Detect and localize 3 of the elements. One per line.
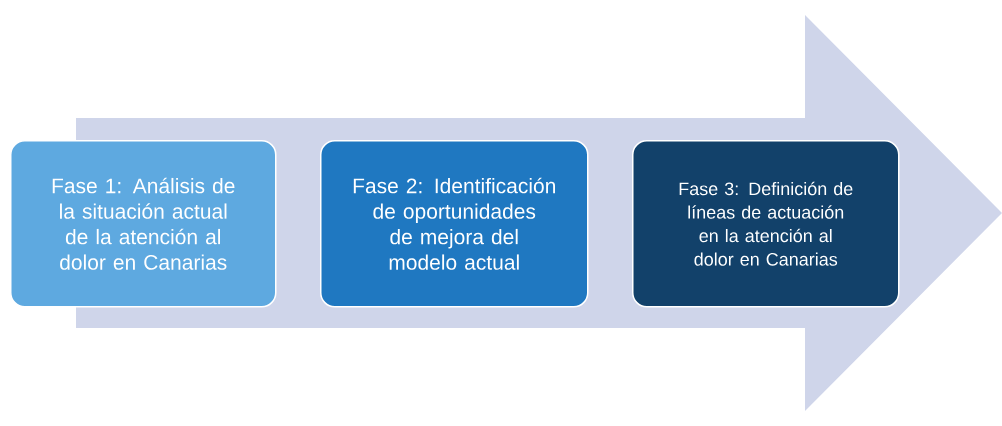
phase-box: Fase 3: Definición de líneas de actuación en la atención al dolor en Canarias bbox=[632, 140, 900, 308]
phase-box: Fase 2: Identificación de oportunidades de mejora del modelo actual bbox=[320, 140, 589, 308]
phase-box: Fase 1: Análisis de la situación actual de la atención al dolor en Canarias bbox=[10, 140, 277, 308]
